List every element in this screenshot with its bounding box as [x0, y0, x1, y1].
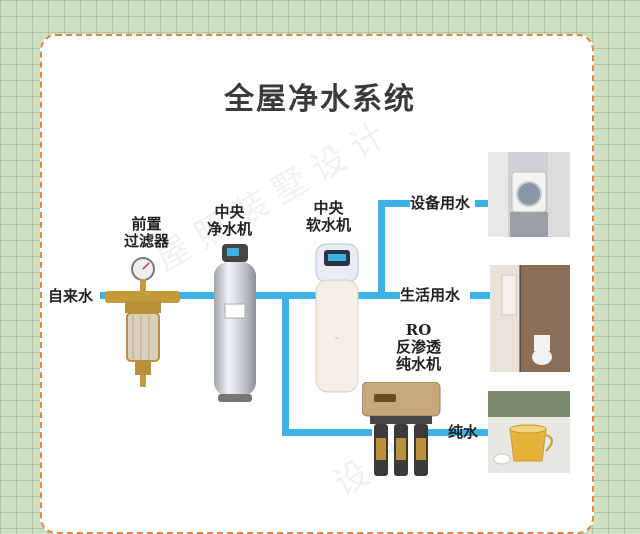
appliance-pipe — [378, 200, 410, 207]
pipe-to-ro-horizontal — [282, 429, 372, 436]
svg-text:~: ~ — [334, 335, 339, 342]
ro-output-pipe — [420, 429, 490, 436]
appliance-water-label: 设备用水 — [410, 194, 471, 212]
washing-machine-photo — [488, 152, 570, 237]
purifier-tank-icon — [214, 244, 256, 402]
ro-label-line1: RO — [405, 321, 432, 339]
domestic-pipe-end — [470, 292, 490, 299]
pipe-to-ro-vertical — [282, 292, 289, 436]
tea-cup-photo — [488, 391, 570, 473]
domestic-water-label: 生活用水 — [400, 286, 461, 304]
ro-label-line3: 纯水机 — [396, 355, 442, 373]
softener-label-line2: 软水机 — [306, 216, 352, 234]
tap-water-label: 自来水 — [48, 287, 94, 305]
pre-filter-icon — [105, 257, 180, 387]
appliance-pipe-end — [475, 200, 490, 207]
branch-vertical-pipe — [378, 200, 385, 299]
central-purifier-label-line2: 净水机 — [207, 220, 253, 238]
softener-label: 中央 软水机 — [306, 200, 351, 234]
prefilter-label-line1: 前置 — [131, 215, 162, 233]
ro-label-line2: 反渗透 — [396, 338, 442, 356]
ro-machine-icon — [362, 382, 441, 476]
ro-label: RO 反渗透 纯水机 — [396, 322, 441, 373]
central-purifier-label-line1: 中央 — [214, 203, 245, 221]
bathroom-photo — [490, 265, 570, 372]
prefilter-label-line2: 过滤器 — [124, 232, 170, 250]
softener-label-line1: 中央 — [313, 199, 344, 217]
pure-water-label: 纯水 — [448, 423, 479, 441]
softener-icon: ~ — [315, 243, 359, 393]
prefilter-label: 前置 过滤器 — [124, 216, 169, 250]
central-purifier-label: 中央 净水机 — [207, 204, 252, 238]
domestic-pipe — [378, 292, 398, 299]
diagram-title: 全屋净水系统 — [224, 82, 416, 117]
